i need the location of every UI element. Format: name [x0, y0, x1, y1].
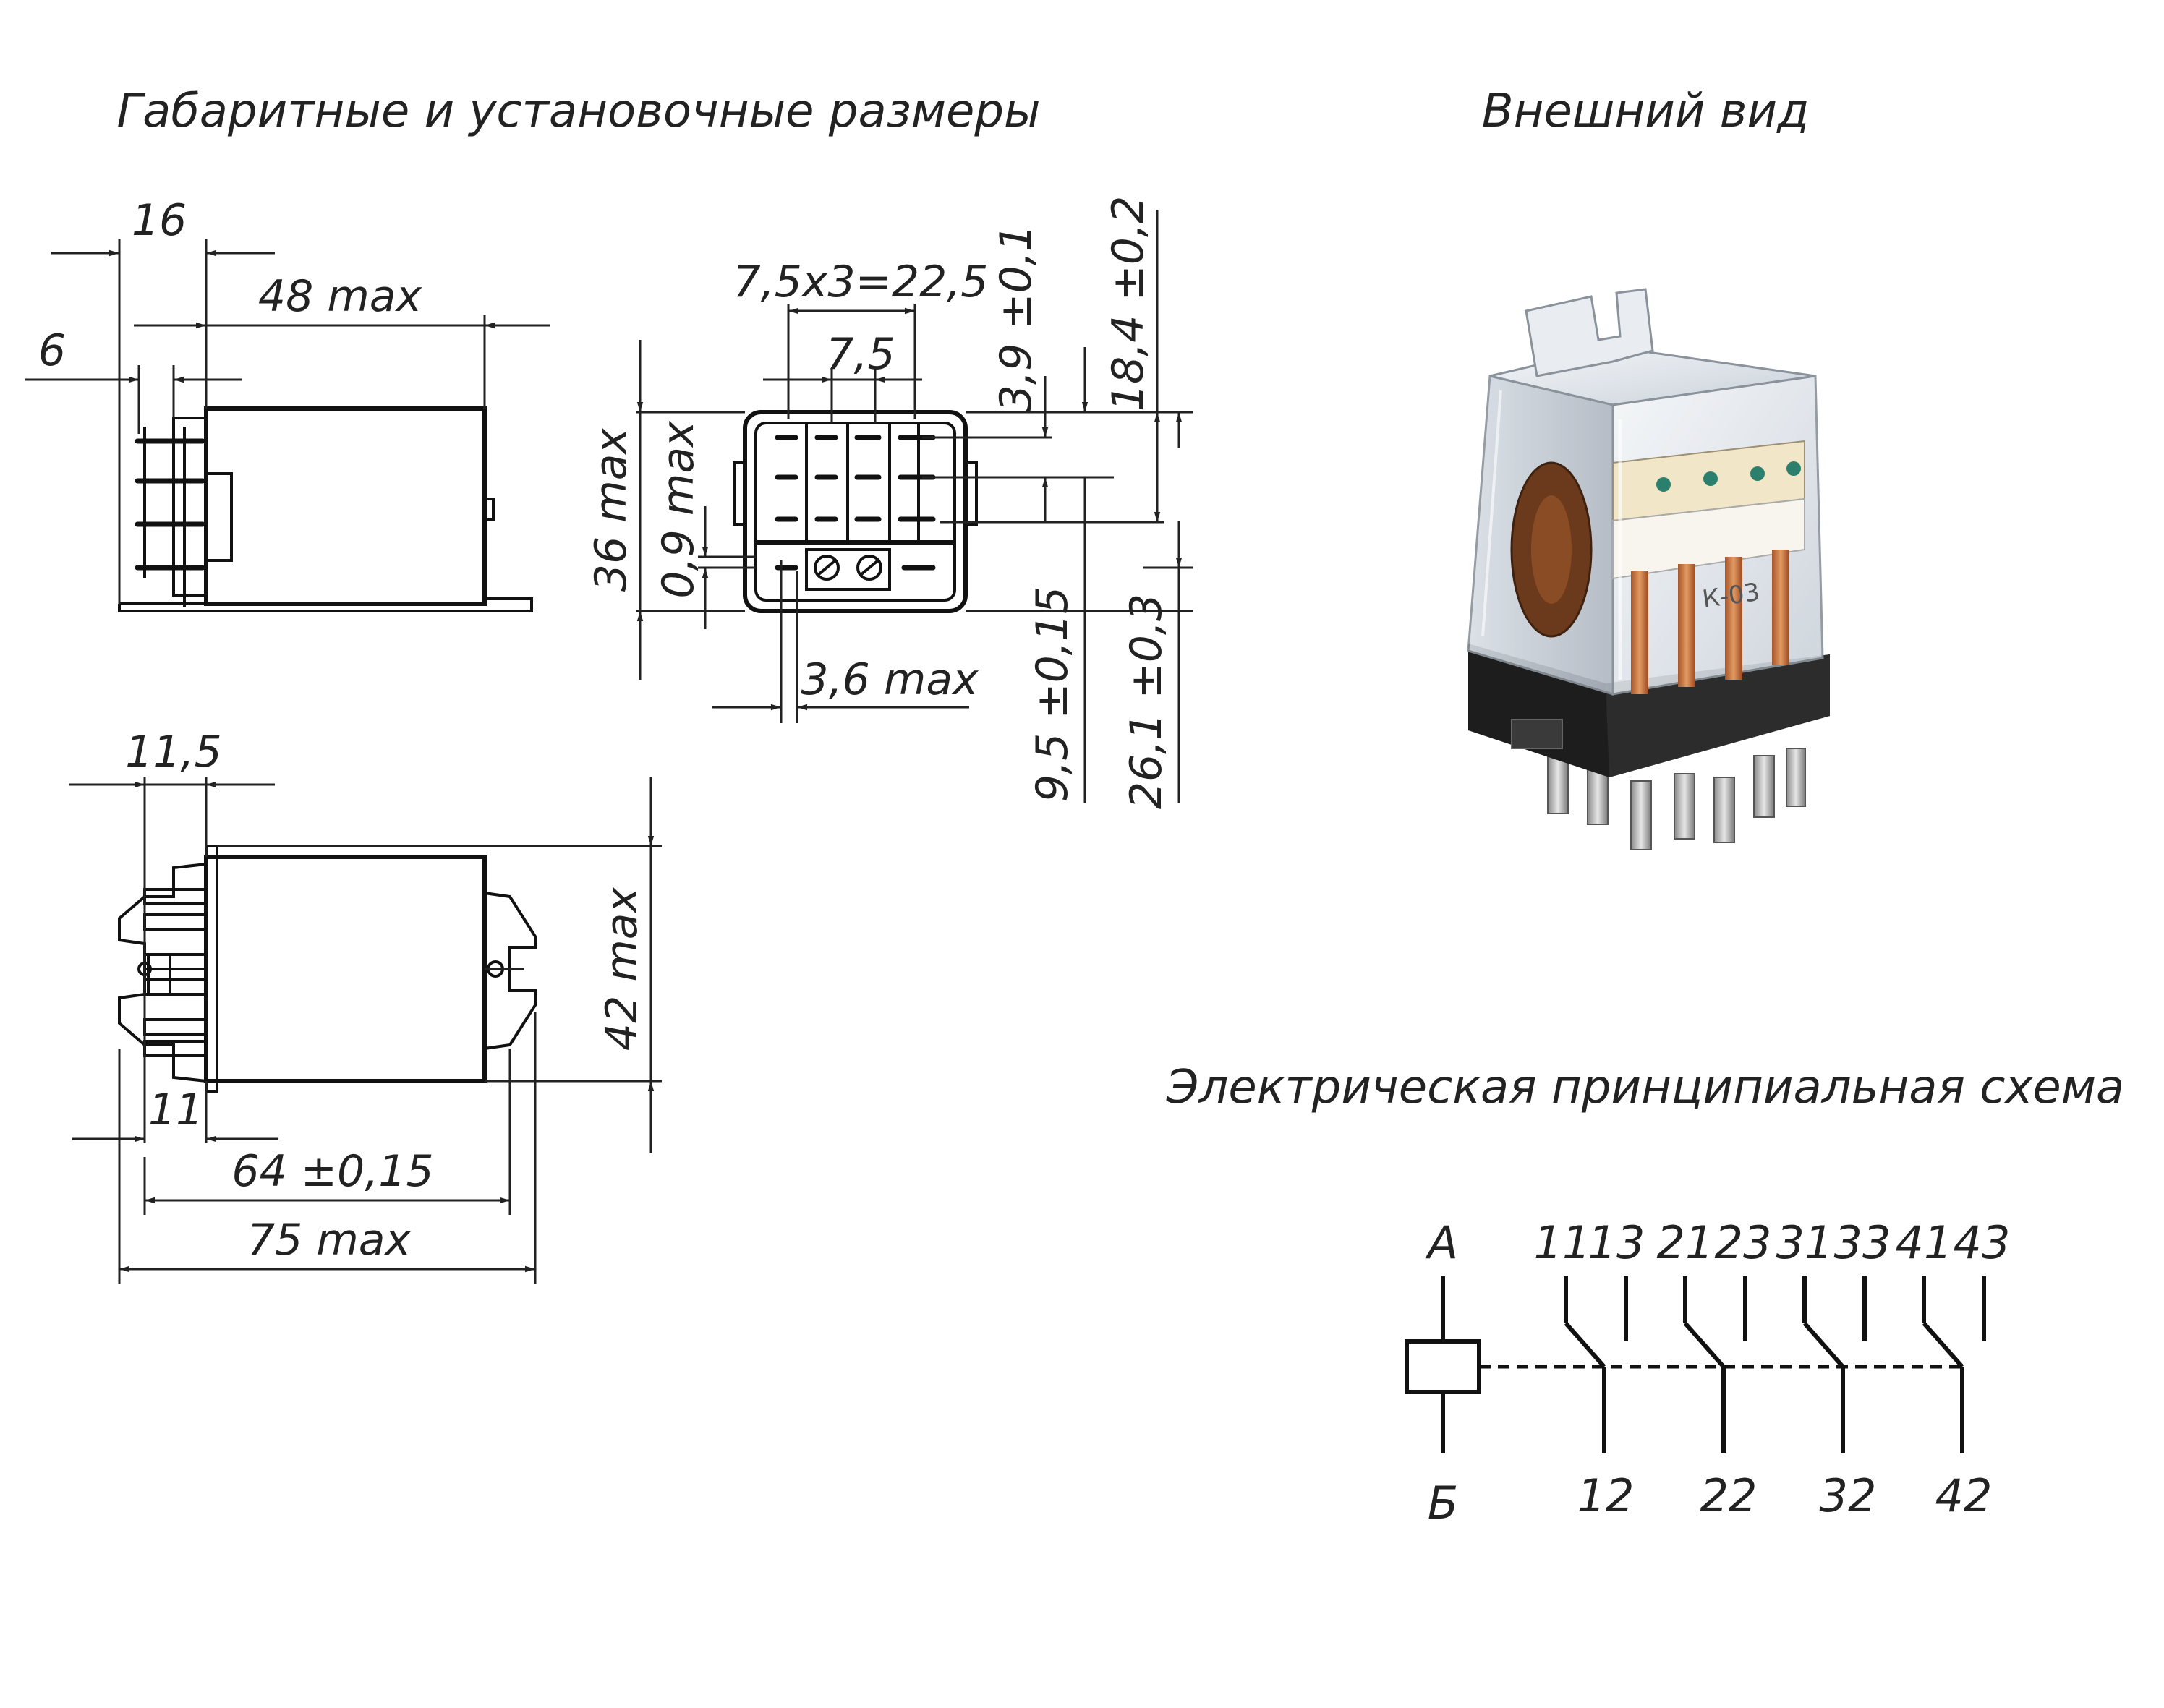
terminal-12: 12 — [1577, 1469, 1635, 1522]
dim-0-9-max: 0,9 max — [653, 421, 704, 599]
terminal-43: 43 — [1954, 1216, 2011, 1269]
dimensions-title: Габаритные и установочные размеры — [116, 85, 1040, 138]
coil-symbol — [1405, 1339, 1481, 1394]
coil-label-b: Б — [1428, 1477, 1459, 1529]
terminal-42: 42 — [1935, 1469, 1993, 1522]
dim-75-max: 75 max — [247, 1215, 412, 1265]
dim-6: 6 — [38, 325, 66, 376]
bottom-view-body — [204, 855, 487, 1083]
terminal-13: 13 — [1588, 1216, 1645, 1269]
dim-7-5: 7,5 — [826, 329, 895, 380]
dim-3-9: 3,9 ±0,1 — [991, 224, 1041, 412]
schematic-title: Электрическая принципиальная схема — [1166, 1061, 2124, 1114]
dim-11: 11 — [148, 1085, 203, 1135]
relay-photo: К-03 — [1467, 288, 1830, 850]
coil-label-a: А — [1425, 1216, 1458, 1269]
dim-9-5: 9,5 ±0,15 — [1027, 586, 1078, 802]
terminal-41: 41 — [1896, 1216, 1953, 1269]
contact-group-1: 11 13 12 — [1534, 1216, 1645, 1522]
dim-48-max: 48 max — [258, 271, 422, 322]
dim-7-5x3: 7,5x3=22,5 — [733, 257, 989, 307]
side-view-body — [204, 406, 487, 606]
front-view-body — [743, 410, 968, 613]
terminal-21: 21 — [1657, 1216, 1714, 1269]
terminal-22: 22 — [1700, 1469, 1758, 1522]
dim-26-1: 26,1 ±0,3 — [1121, 594, 1172, 809]
contact-group-4: 41 43 42 — [1896, 1216, 2011, 1522]
terminal-32: 32 — [1820, 1469, 1877, 1522]
terminal-33: 33 — [1834, 1216, 1891, 1269]
dim-42-max: 42 max — [597, 887, 647, 1051]
bottom-view: 11,5 42 max 11 64 ±0,15 75 max — [69, 727, 662, 1284]
appearance-title: Внешний вид — [1482, 85, 1810, 138]
terminal-23: 23 — [1715, 1216, 1772, 1269]
dim-16: 16 — [132, 195, 187, 246]
front-view: 7,5x3=22,5 7,5 3,9 ±0,1 18,4 ±0,2 26,1 ±… — [586, 196, 1193, 809]
side-view-base — [118, 597, 533, 612]
electrical-schematic: А Б 11 13 12 21 23 22 — [1405, 1216, 2011, 1529]
dim-18-4: 18,4 ±0,2 — [1103, 196, 1154, 411]
contact-group-3: 31 33 32 — [1776, 1216, 1891, 1522]
dim-64: 64 ±0,15 — [231, 1146, 433, 1197]
dim-11-5: 11,5 — [125, 727, 222, 777]
side-view: 16 48 max 6 — [25, 195, 550, 612]
dim-3-6-max: 3,6 max — [801, 654, 979, 705]
contact-group-2: 21 23 22 — [1657, 1216, 1772, 1522]
terminal-11: 11 — [1534, 1216, 1591, 1269]
dim-36-max: 36 max — [586, 427, 636, 592]
terminal-31: 31 — [1776, 1216, 1833, 1269]
